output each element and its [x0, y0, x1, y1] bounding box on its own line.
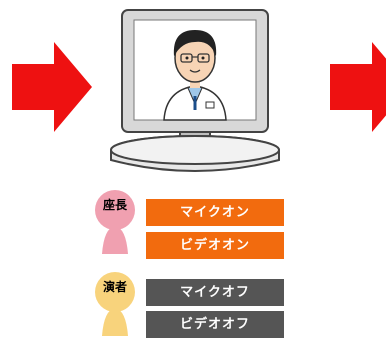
right-arrow-icon — [330, 42, 386, 132]
chair-video-status: ビデオオン — [146, 232, 284, 259]
chair-person-icon — [95, 190, 135, 254]
left-arrow-icon — [12, 42, 92, 132]
chair-mic-status: マイクオン — [146, 199, 284, 226]
speaker-person-icon — [95, 272, 135, 336]
speaker-video-status: ビデオオフ — [146, 311, 284, 338]
speaker-mic-status: マイクオフ — [146, 279, 284, 306]
monitor-icon — [110, 9, 280, 172]
chair-label: 座長 — [102, 198, 127, 212]
chair-role: 座長 — [88, 186, 142, 254]
speaker-label: 演者 — [102, 280, 127, 294]
speaker-role: 演者 — [88, 268, 142, 336]
doctor-avatar-icon — [163, 30, 227, 121]
